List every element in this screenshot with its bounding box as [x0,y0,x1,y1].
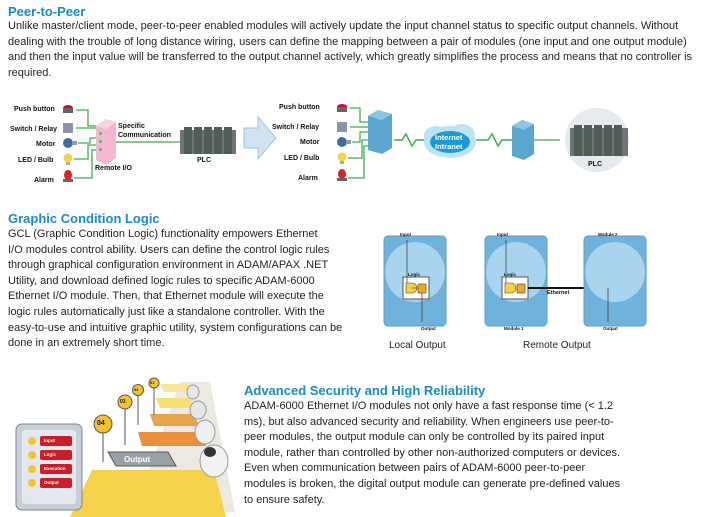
device-label: Push button [279,104,320,111]
device-label: LED / Bulb [284,155,320,162]
gcl-line: done in an extremely short time. [8,337,165,350]
control-panel-icon [15,423,83,511]
device-label: Push button [14,106,55,113]
local-output-caption: Local Output [389,340,446,351]
panel-row-label: Input [44,438,55,443]
remote-module-2-icon [583,235,647,327]
security-line: ms), but also advanced security and reli… [244,415,614,428]
device-label: Alarm [34,177,54,184]
panel-row-label: Output [44,480,59,485]
gcl-line: GCL (Graphic Condition Logic) functional… [8,228,318,240]
module-2-label: Module 2 [598,232,618,237]
ethernet-label: Ethernet [547,290,570,296]
io-module-icon [368,110,392,154]
device-label: Alarm [298,175,318,182]
peer-to-peer-heading: Peer-to-Peer [8,4,86,19]
gcl-heading: Graphic Condition Logic [8,211,160,226]
bulb-icon [337,152,347,164]
output-tiles [138,384,206,446]
gcl-line: Utility, and download defined logic rule… [8,274,315,287]
gcl-line: I/O modules control ability. Users can d… [8,243,330,256]
plc-rack-icon [180,127,236,154]
panel-row-label: Logic [44,452,56,457]
gcl-line: through graphical configuration environm… [8,259,329,272]
gcl-line: Ethernet I/O module. Then, that Ethernet… [8,290,324,303]
peer-to-peer-paragraph: Unlike master/client mode, peer-to-peer … [8,20,693,79]
relay-icon [337,122,347,132]
output-label: Output [421,326,436,331]
security-paragraph: ADAM-6000 Ethernet I/O modules not only … [244,399,704,508]
security-line: peer modules, the output module can only… [244,431,605,444]
device-label: LED / Bulb [18,157,54,164]
sign-number: 03 [120,399,126,405]
logic-label: Logic [504,272,516,277]
transition-arrow-icon [243,115,277,161]
device-label: Switch / Relay [10,126,58,133]
module-1-label: Module 1 [504,326,524,331]
push-button-icon [337,104,347,112]
internet-cloud-icon [424,124,476,158]
input-label: Input [497,232,508,237]
input-label: Input [400,232,411,237]
security-line: module, rather than controlled by other … [244,446,621,459]
motor-icon [337,137,351,147]
logic-label: Logic [408,272,420,277]
sign-number: 01 [150,380,155,385]
vehicle-icons [186,384,229,478]
gcl-line: easy-to-use and intuitive graphic utilit… [8,321,343,334]
internet-label: Internet [435,133,463,142]
sign-number: 02 [134,387,139,392]
bulb-icon [63,153,73,165]
remote-output-caption: Remote Output [523,340,591,351]
output-arrow-label: Output [124,455,151,464]
device-label: Motor [36,141,56,148]
gcl-line: logic rules automatically just like a st… [8,305,325,318]
remote-io-label: Remote I/O [95,165,132,172]
push-button-icon [63,105,73,113]
plc-rack-icon [565,108,629,172]
device-label: Switch / Relay [272,124,320,131]
plc-label: PLC [588,161,602,168]
io-module-icon [512,120,534,160]
plc-label: PLC [197,157,211,164]
gcl-paragraph: GCL (Graphic Condition Logic) functional… [8,227,378,352]
output-arrow-icon [107,451,177,467]
sign-number: 04 [97,420,105,427]
communication-label: Communication [118,132,171,139]
security-heading: Advanced Security and High Reliability [244,383,486,398]
output-label: Output [603,326,618,331]
security-line: to ensure safety. [244,493,325,506]
panel-row-label: Execution [44,466,66,471]
security-line: modules is broken, the digital output mo… [244,477,621,490]
relay-icon [63,123,73,133]
alarm-icon [63,170,73,182]
intranet-label: Intranet [435,142,463,151]
security-line: Even when communication between pairs of… [244,462,586,475]
remote-io-module-icon [96,119,116,165]
sign-posts [93,377,160,462]
device-label: Motor [300,139,320,146]
local-module-icon [383,235,447,327]
alarm-icon [337,169,347,181]
motor-icon [63,138,77,148]
security-line: ADAM-6000 Ethernet I/O modules not only … [244,400,613,412]
specific-label: Specific [118,123,145,130]
